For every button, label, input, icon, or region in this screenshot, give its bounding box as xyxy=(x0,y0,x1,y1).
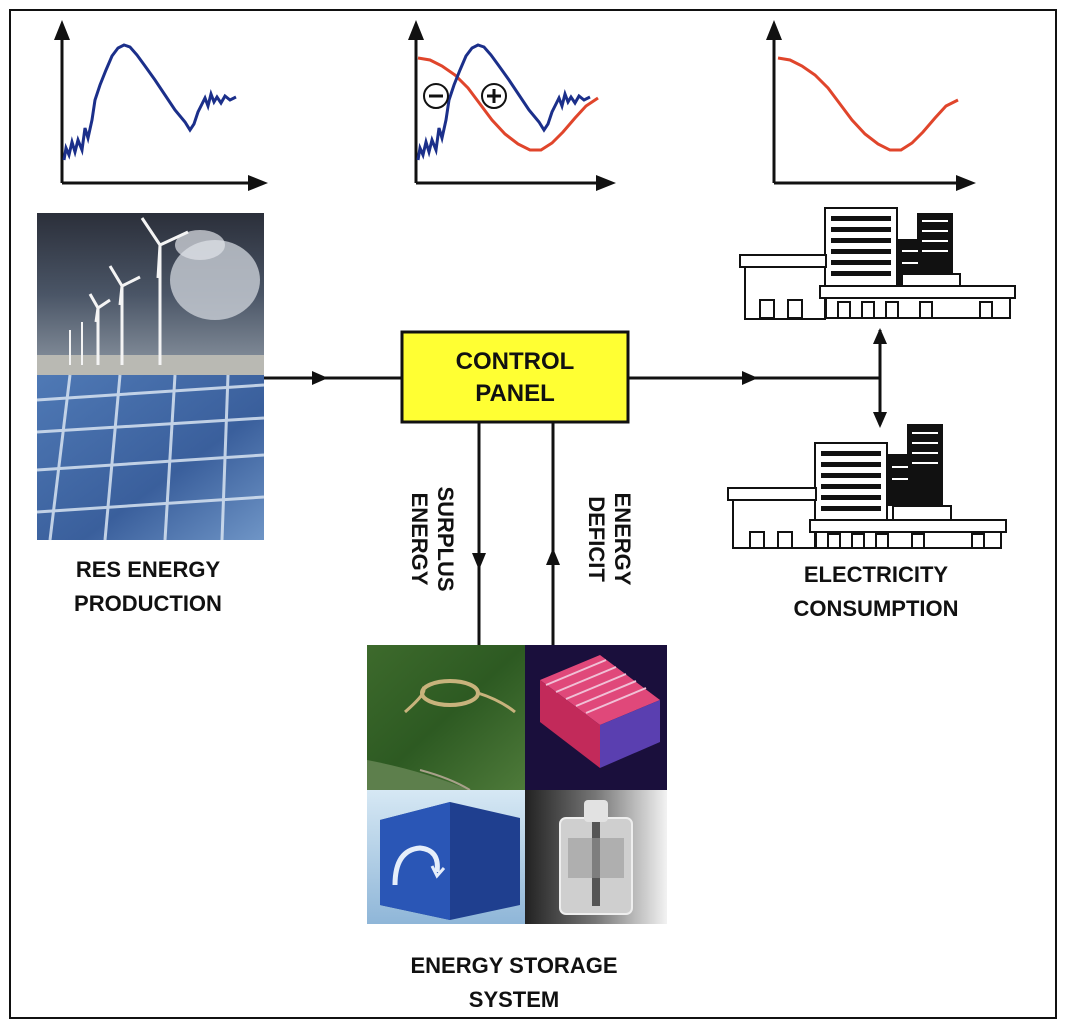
surplus-down-arrow xyxy=(472,553,486,570)
consumption-label-line2: CONSUMPTION xyxy=(794,596,959,621)
graph3-consumption-line xyxy=(777,56,959,152)
building-group-top xyxy=(739,207,1016,320)
graph2-production-line xyxy=(416,43,591,161)
graph3-x-arrowhead xyxy=(956,175,976,191)
graph1-y-arrowhead xyxy=(54,20,70,40)
surplus-plus-symbol xyxy=(481,83,507,109)
consumption-label-line1: ELECTRICITY xyxy=(804,562,949,587)
surplus-label-line1: ENERGY xyxy=(407,493,432,586)
deficit-minus-symbol xyxy=(423,83,449,109)
deficit-label-line2: DEFICIT xyxy=(584,496,609,582)
production-profile-graph xyxy=(54,20,268,191)
bus-down-arrow xyxy=(873,412,887,428)
graph2-consumption-line xyxy=(417,56,599,152)
battery-module-photo xyxy=(367,790,525,924)
graph1-production-line xyxy=(62,43,237,161)
production-label-line2: PRODUCTION xyxy=(74,591,222,616)
control-panel-box: CONTROL PANEL xyxy=(400,330,630,424)
deficit-label-line1: ENERGY xyxy=(610,493,635,586)
graph3-y-arrowhead xyxy=(766,20,782,40)
control-panel-label-line2: PANEL xyxy=(475,380,555,407)
storage-label-line1: ENERGY STORAGE xyxy=(410,953,617,978)
consumption-profile-graph xyxy=(766,20,976,191)
graph2-y-arrowhead xyxy=(408,20,424,40)
graph1-x-arrowhead xyxy=(248,175,268,191)
pumped-hydro-photo xyxy=(367,645,525,791)
deficit-up-arrow xyxy=(546,548,560,565)
surplus-label-line2: SURPLUS xyxy=(433,486,458,591)
battery-rack-photo xyxy=(525,645,667,790)
production-label-line1: RES ENERGY xyxy=(76,557,221,582)
control-panel-label-line1: CONTROL xyxy=(456,348,575,375)
flywheel-photo xyxy=(525,790,667,924)
storage-label-line2: SYSTEM xyxy=(469,987,559,1012)
building-group-bottom xyxy=(727,424,1007,549)
graph2-x-arrowhead xyxy=(596,175,616,191)
bus-up-arrow xyxy=(873,328,887,344)
wind-farm-photo xyxy=(37,213,264,375)
production-flow-arrow xyxy=(312,371,328,385)
solar-panels-photo xyxy=(36,374,265,541)
consumption-flow-arrow xyxy=(742,371,758,385)
balance-profile-graph xyxy=(408,20,616,191)
